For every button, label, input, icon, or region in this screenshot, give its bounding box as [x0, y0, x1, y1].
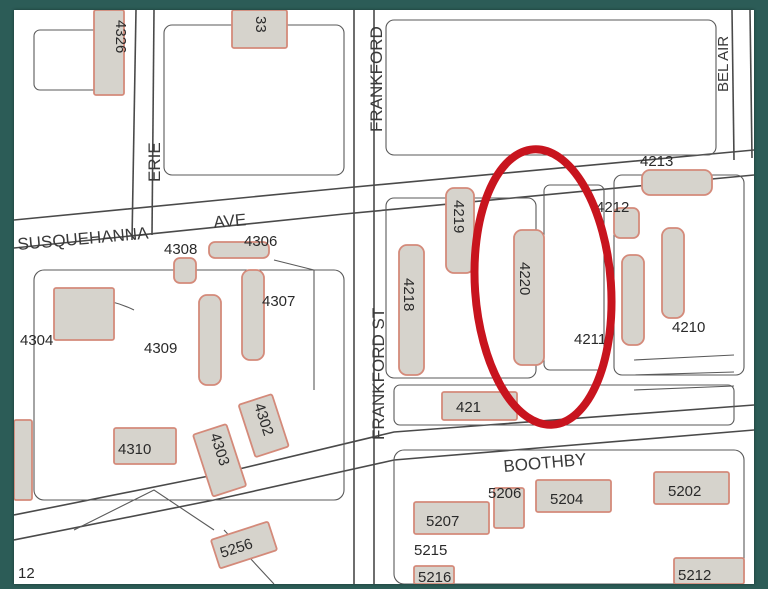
- map-canvas: SUSQUEHANNA AVE FRANKFORD ST FRANKFORD E…: [14, 10, 754, 584]
- building-4309[interactable]: [198, 294, 222, 386]
- label-4218: 4218: [400, 278, 417, 311]
- road-erie-east-edge: [151, 10, 155, 236]
- building-4326[interactable]: [93, 10, 125, 96]
- label-5202: 5202: [668, 483, 701, 500]
- building-4302[interactable]: [238, 393, 290, 458]
- label-4211: 4211: [574, 331, 606, 348]
- building-4218[interactable]: [398, 244, 425, 376]
- label-4220: 4220: [516, 262, 533, 295]
- building-5256[interactable]: [210, 521, 278, 569]
- label-4219: 4219: [450, 200, 467, 233]
- road-erie-west-edge: [131, 10, 137, 241]
- label-33: 33: [252, 16, 269, 33]
- road-susquehanna-north-edge: [14, 149, 754, 221]
- building-4220[interactable]: [513, 229, 545, 366]
- label-bel-air: BEL AIR: [715, 36, 732, 92]
- building-4211[interactable]: [621, 254, 645, 346]
- label-4308: 4308: [164, 241, 197, 258]
- building-sw-edge[interactable]: [14, 419, 33, 501]
- buildings: [14, 10, 745, 584]
- label-4310: 4310: [118, 441, 151, 458]
- label-4213: 4213: [640, 153, 673, 170]
- building-5204[interactable]: [535, 479, 612, 513]
- building-4210-north[interactable]: [661, 227, 685, 319]
- map-frame: SUSQUEHANNA AVE FRANKFORD ST FRANKFORD E…: [14, 10, 754, 584]
- label-5207: 5207: [426, 513, 459, 530]
- label-boothby: BOOTHBY: [503, 450, 587, 476]
- label-12: 12: [18, 565, 35, 582]
- building-33[interactable]: [231, 10, 288, 49]
- label-erie: ERIE: [145, 142, 164, 182]
- label-4212: 4212: [596, 199, 629, 216]
- label-susquehanna: SUSQUEHANNA: [17, 224, 150, 254]
- building-4307[interactable]: [241, 269, 265, 361]
- label-5212: 5212: [678, 567, 711, 584]
- label-frankford-st: FRANKFORD ST: [369, 308, 388, 440]
- building-4303[interactable]: [192, 423, 247, 498]
- block-south-right: [393, 449, 745, 584]
- label-5216: 5216: [418, 569, 451, 584]
- building-4304[interactable]: [53, 287, 115, 341]
- building-5206[interactable]: [493, 487, 525, 529]
- road-network: [14, 10, 754, 584]
- label-4210: 4210: [672, 319, 705, 336]
- label-ave: AVE: [213, 210, 247, 232]
- road-belair-west-edge: [731, 10, 735, 161]
- road-belair-east-edge: [749, 10, 753, 159]
- building-4310[interactable]: [113, 427, 177, 465]
- building-5207[interactable]: [413, 501, 490, 535]
- road-boothby-south-edge: [14, 429, 754, 541]
- building-number-labels: 4326 33 4308 4306 4307 4304 4309 4310 43…: [18, 16, 711, 584]
- label-4306: 4306: [244, 233, 277, 250]
- label-4326: 4326: [112, 20, 129, 53]
- label-frankford-top: FRANKFORD: [367, 26, 386, 132]
- label-5206: 5206: [488, 485, 521, 502]
- building-4306[interactable]: [208, 241, 270, 259]
- label-4307: 4307: [262, 293, 295, 310]
- label-421: 421: [456, 399, 481, 416]
- label-4309: 4309: [144, 340, 177, 357]
- building-4308[interactable]: [173, 257, 197, 284]
- block-north-center: [385, 19, 717, 156]
- building-5216[interactable]: [413, 565, 455, 584]
- building-5212[interactable]: [673, 557, 745, 584]
- label-5215: 5215: [414, 542, 447, 559]
- highlight-circle: [470, 145, 616, 429]
- building-4212[interactable]: [613, 207, 640, 239]
- courtyard-lines: [633, 354, 735, 391]
- building-4213[interactable]: [641, 169, 713, 196]
- label-5204: 5204: [550, 491, 583, 508]
- building-5202[interactable]: [653, 471, 730, 505]
- label-4304: 4304: [20, 332, 53, 349]
- road-susquehanna-south-edge: [14, 174, 754, 249]
